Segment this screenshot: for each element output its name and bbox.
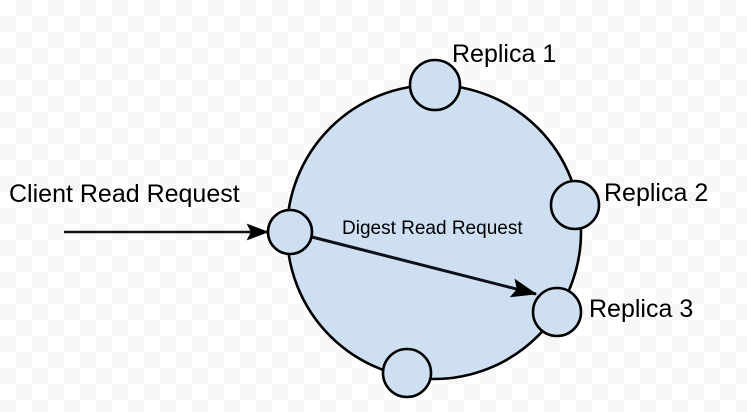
digest-read-request-arrow [311, 235, 538, 298]
node-replica-3[interactable] [531, 286, 583, 338]
node-replica-2[interactable] [549, 179, 601, 231]
node-replica-1[interactable] [408, 58, 462, 112]
label-digest-read-request: Digest Read Request [342, 218, 523, 239]
label-replica-1: Replica 1 [452, 40, 557, 68]
node-coordinator[interactable] [266, 208, 314, 256]
label-replica-2: Replica 2 [604, 179, 709, 207]
node-replica-bottom[interactable] [381, 347, 433, 399]
label-client-read-request: Client Read Request [9, 180, 240, 208]
label-replica-3: Replica 3 [589, 295, 694, 323]
